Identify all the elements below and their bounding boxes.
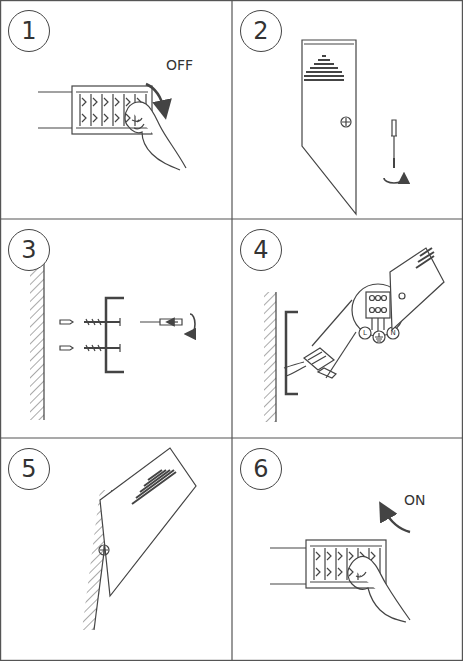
breaker-off (38, 84, 186, 170)
lamp-mounted-part (99, 545, 109, 555)
wiring-part (376, 296, 381, 301)
text-label: L (363, 330, 367, 337)
bracket-fixing-part (190, 314, 195, 334)
bracket-fixing-part (119, 318, 120, 352)
text-label: OFF (166, 58, 193, 72)
wiring (264, 248, 444, 422)
text-label: N (391, 330, 396, 337)
breaker-off-part (132, 118, 144, 129)
lamp-unscrew (302, 40, 404, 214)
bracket-fixing (30, 240, 195, 420)
wiring-part (416, 248, 434, 268)
step-number: 2 (253, 17, 268, 45)
wiring-part (275, 292, 276, 422)
step-number-circle: 5 (8, 448, 50, 490)
breaker-on-part (270, 547, 306, 548)
wiring-part (390, 248, 444, 330)
wiring-part (366, 292, 390, 318)
lamp-mounted (82, 448, 196, 630)
panel-grid-part (0, 437, 463, 438)
step-number: 5 (21, 455, 36, 483)
breaker-off-part (125, 108, 180, 170)
breaker-off-part (82, 114, 141, 122)
lamp-unscrew-part (342, 118, 350, 126)
breaker-off-part (38, 127, 72, 128)
lamp-mounted-part (132, 470, 176, 504)
bracket-fixing-part (86, 319, 101, 351)
wiring-part (370, 296, 375, 301)
wiring-part (304, 348, 334, 370)
breaker-on-part (270, 583, 306, 584)
lamp-unscrew-part (393, 158, 395, 168)
breaker-on-part (348, 566, 406, 622)
breaker-on-part (384, 510, 410, 532)
step-number-circle: 1 (8, 10, 50, 52)
step-number-circle: 2 (240, 10, 282, 52)
wiring-part (264, 292, 276, 422)
wiring-part (375, 333, 383, 341)
lamp-unscrew-part (304, 43, 354, 44)
text-label: ON (404, 493, 426, 507)
bracket-fixing-part (170, 321, 178, 322)
panel-grid-part (231, 0, 232, 661)
lamp-unscrew-part (384, 178, 404, 183)
step-number-circle: 6 (240, 448, 282, 490)
lamp-unscrew-part (304, 56, 344, 80)
wiring-part (286, 312, 298, 394)
breaker-on-part (356, 572, 366, 577)
step-number: 3 (21, 236, 36, 264)
wiring-part (284, 362, 306, 376)
lamp-mounted-part (100, 546, 108, 554)
wiring-part (399, 293, 405, 299)
bracket-fixing-part (106, 298, 124, 372)
wiring-part (373, 331, 385, 343)
bracket-fixing-part (60, 320, 73, 350)
wiring-part (326, 332, 356, 378)
lamp-mounted-part (100, 448, 196, 596)
step-number: 1 (21, 17, 36, 45)
bracket-fixing-part (84, 322, 120, 348)
wiring-part (370, 308, 375, 313)
breaker-off-part (38, 91, 72, 92)
step-number-circle: 3 (8, 229, 50, 271)
wiring-part (387, 327, 399, 339)
step-number-circle: 4 (240, 229, 282, 271)
panel-grid-part (0, 218, 463, 219)
wiring-part (382, 296, 387, 301)
wiring-part (308, 352, 326, 364)
wiring-part (359, 327, 371, 339)
wiring-part (372, 318, 384, 332)
lamp-unscrew-part (302, 40, 356, 214)
step-number: 6 (253, 455, 268, 483)
lamp-unscrew-part (391, 120, 397, 158)
step-number: 4 (253, 236, 268, 264)
breaker-off-part (146, 84, 164, 110)
wiring-part (312, 300, 352, 346)
bracket-fixing-part (140, 319, 182, 325)
bracket-fixing-part (43, 240, 44, 420)
wiring-part (382, 308, 387, 313)
breaker-on (270, 510, 410, 622)
lamp-unscrew-part (341, 117, 351, 127)
wiring-part (376, 308, 381, 313)
